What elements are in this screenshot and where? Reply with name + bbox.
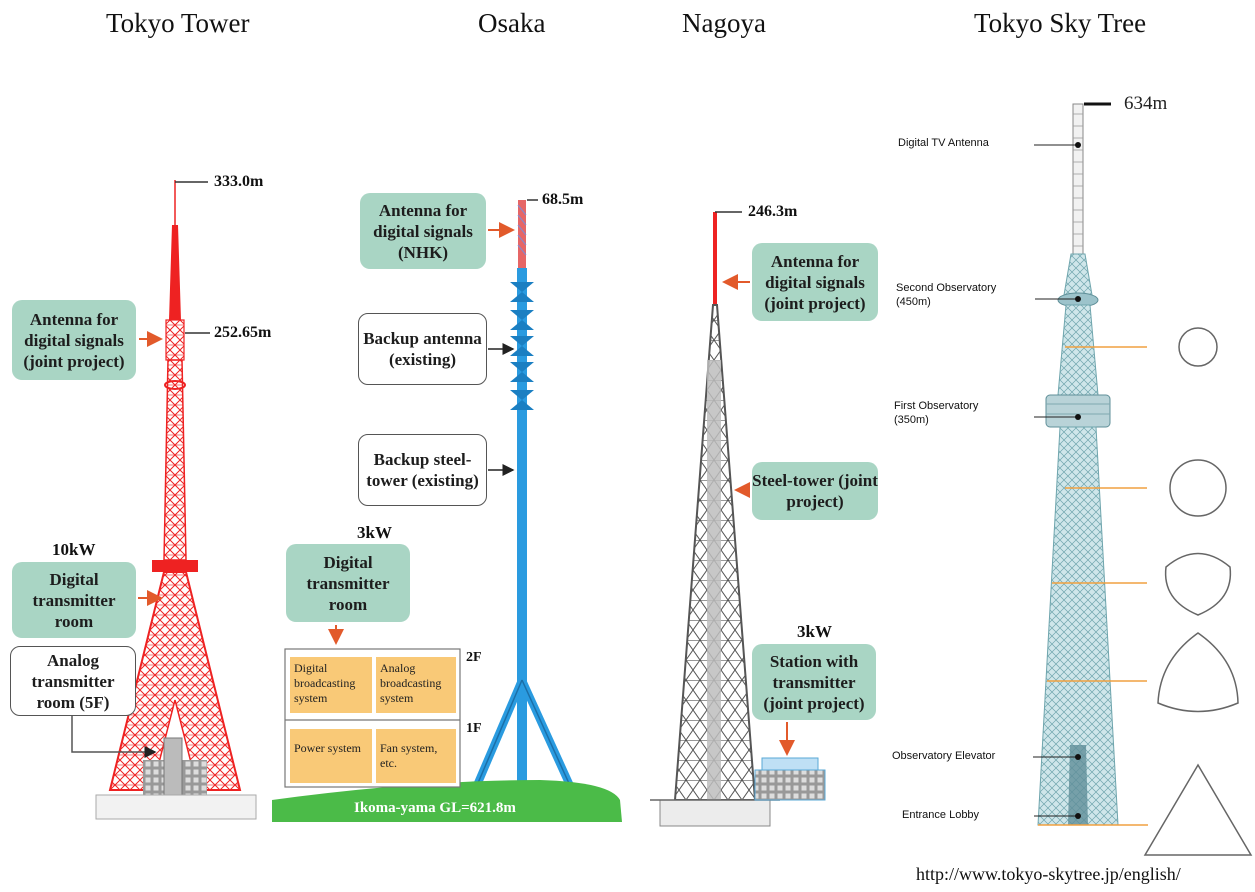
nagoya-station: Station with transmitter (joint project) [752, 644, 876, 720]
tokyo-tower-analog-room: Analog transmitter room (5F) [10, 646, 136, 716]
osaka-fan-system: Fan system, etc. [376, 729, 456, 783]
tokyo-tower-height-antenna: 252.65m [214, 324, 271, 342]
skytree-digital-antenna: Digital TV Antenna [898, 137, 989, 150]
cross-section-circle-1 [1179, 328, 1217, 366]
osaka-power: 3kW [357, 523, 392, 543]
osaka-ground-level: Ikoma-yama GL=621.8m [354, 800, 516, 817]
skytree-elevator: Observatory Elevator [892, 750, 995, 763]
osaka-digital-room: Digital transmitter room [286, 544, 410, 622]
cross-section-rounded-triangle-2 [1158, 633, 1238, 712]
tokyo-tower-antenna-label: Antenna for digital signals (joint proje… [12, 300, 136, 380]
nagoya-steel-tower: Steel-tower (joint project) [752, 462, 878, 520]
skytree-first-observatory: First Observatory [894, 400, 978, 413]
osaka-backup-antenna: Backup antenna (existing) [358, 313, 487, 385]
osaka-height-top: 68.5m [542, 191, 583, 209]
tokyo-tower-height-top: 333.0m [214, 173, 263, 191]
skytree-first-observatory-height: (350m) [894, 414, 929, 427]
nagoya-power: 3kW [797, 622, 832, 642]
skytree-lobby: Entrance Lobby [902, 809, 979, 822]
title-tokyo-tower: Tokyo Tower [106, 8, 249, 39]
skytree-drawing [1033, 104, 1251, 855]
source-url: http://www.tokyo-skytree.jp/english/ [916, 864, 1181, 885]
osaka-power-system: Power system [290, 729, 372, 783]
tokyo-tower-power: 10kW [52, 540, 95, 560]
osaka-antenna-label: Antenna for digital signals (NHK) [360, 193, 486, 269]
skytree-height-top: 634m [1124, 93, 1167, 115]
osaka-backup-tower: Backup steel-tower (existing) [358, 434, 487, 506]
tokyo-tower-digital-room: Digital transmitter room [12, 562, 136, 638]
cross-section-circle-2 [1170, 460, 1226, 516]
osaka-digital-system: Digital broadcasting system [290, 657, 372, 713]
skytree-second-observatory-height: (450m) [896, 296, 931, 309]
nagoya-antenna-label: Antenna for digital signals (joint proje… [752, 243, 878, 321]
title-osaka: Osaka [478, 8, 545, 39]
tokyo-tower-drawing [72, 180, 256, 819]
cross-section-triangle [1145, 765, 1251, 855]
osaka-analog-system: Analog broadcasting system [376, 657, 456, 713]
cross-section-rounded-triangle-1 [1166, 554, 1231, 616]
title-nagoya: Nagoya [682, 8, 766, 39]
title-skytree: Tokyo Sky Tree [974, 8, 1146, 39]
skytree-second-observatory: Second Observatory [896, 282, 996, 295]
nagoya-height-top: 246.3m [748, 203, 797, 221]
osaka-floor-1f: 1F [466, 721, 482, 737]
osaka-floor-2f: 2F [466, 650, 482, 666]
